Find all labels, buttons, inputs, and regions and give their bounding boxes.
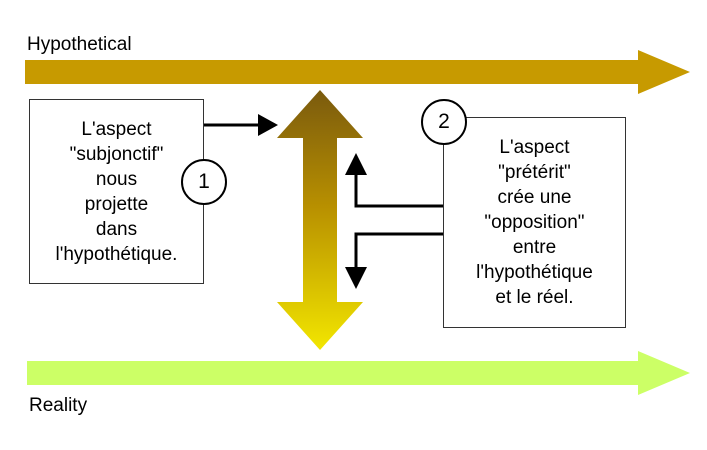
reality-arrow bbox=[27, 351, 690, 395]
box2-up-arrowhead bbox=[345, 153, 367, 175]
box1-connector-arrowhead bbox=[258, 114, 278, 136]
preterite-text: L'aspect "prétérit" crée une "opposition… bbox=[476, 137, 593, 308]
hypothetical-label: Hypothetical bbox=[27, 34, 132, 55]
preterite-box: L'aspect "prétérit" crée une "opposition… bbox=[443, 117, 626, 328]
box2-down-connector bbox=[354, 232, 444, 270]
box2-up-connector bbox=[354, 172, 444, 208]
double-headed-arrow bbox=[277, 90, 363, 350]
marker-1: 1 bbox=[181, 159, 227, 205]
box2-down-arrowhead bbox=[345, 267, 367, 289]
hypothetical-arrow bbox=[25, 50, 690, 94]
reality-label: Reality bbox=[29, 395, 88, 416]
subjunctive-box: L'aspect "subjonctif" nous projette dans… bbox=[29, 99, 204, 284]
marker-2: 2 bbox=[421, 99, 467, 145]
subjunctive-text: L'aspect "subjonctif" nous projette dans… bbox=[55, 118, 178, 265]
